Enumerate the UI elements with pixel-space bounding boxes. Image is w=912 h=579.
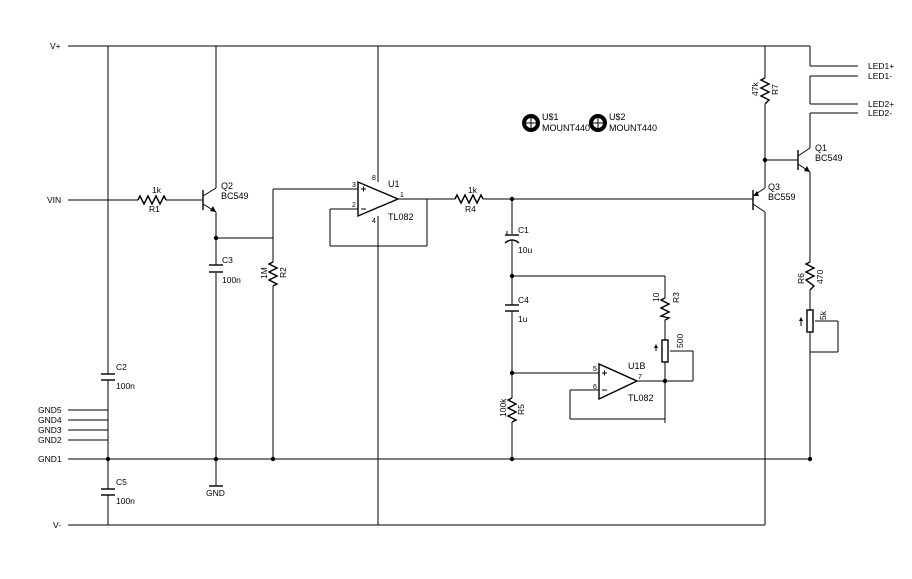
wires	[68, 45, 858, 526]
potentiometer-5k	[799, 309, 814, 333]
capacitor-c3	[209, 264, 223, 273]
q1-name: Q1	[815, 143, 827, 153]
opamp-u1	[357, 180, 400, 218]
net-label-gnd4: GND4	[38, 415, 62, 425]
c2-value: 100n	[116, 381, 135, 391]
junction	[509, 273, 515, 279]
q3-name: Q3	[768, 182, 780, 192]
net-label-vminus: V-	[53, 520, 61, 530]
net-label-vplus: V+	[50, 41, 61, 51]
junction	[509, 456, 515, 462]
net-label-gnd1: GND1	[38, 454, 62, 464]
r2-value: 1M	[259, 267, 269, 279]
resistor-r7	[759, 77, 771, 105]
pot-500-value: 500	[675, 334, 685, 348]
net-label-led2p: LED2+	[868, 99, 894, 109]
mount-hole-u1	[522, 114, 540, 132]
net-label-gnd3: GND3	[38, 425, 62, 435]
us2-value: MOUNT440	[609, 123, 657, 133]
mount-hole-u2	[589, 114, 607, 132]
trimmer-500	[654, 339, 669, 363]
r1-name: R1	[149, 204, 160, 214]
r1-value: 1k	[152, 185, 162, 195]
r7-name: R7	[770, 84, 780, 95]
u1b-pin-7: 7	[638, 374, 642, 381]
r5-name: R5	[516, 404, 526, 415]
junction	[270, 456, 276, 462]
q1-value: BC549	[815, 153, 843, 163]
u1-pin-1: 1	[400, 192, 404, 199]
transistor-q1	[797, 147, 811, 173]
u1-name: U1	[388, 179, 400, 189]
junctions	[105, 157, 813, 462]
u1b-name: U1B	[628, 361, 646, 371]
c5-name: C5	[116, 477, 127, 487]
c3-name: C3	[222, 255, 233, 265]
c4-value: 1u	[518, 314, 528, 324]
net-label-led1p: LED1+	[868, 61, 894, 71]
u1-pin-8: 8	[372, 175, 376, 182]
q2-name: Q2	[221, 181, 233, 191]
c1-value: 10u	[518, 245, 532, 255]
transistor-q2	[202, 187, 217, 213]
u1b-value: TL082	[628, 393, 654, 403]
resistor-r1	[137, 194, 167, 206]
opamp-u1b	[598, 362, 639, 401]
net-label-vin: VIN	[47, 195, 61, 205]
junction	[807, 456, 813, 462]
r5-value: 100k	[498, 398, 508, 417]
us1-name: U$1	[542, 112, 559, 122]
c5-value: 100n	[116, 496, 135, 506]
c2-name: C2	[116, 362, 127, 372]
capacitor-c4	[505, 304, 519, 312]
junction	[213, 235, 219, 241]
u1b-pin-6: 6	[593, 384, 597, 391]
capacitor-c5	[101, 488, 115, 496]
u1-pin-3: 3	[352, 182, 356, 189]
net-label-led2m: LED2-	[868, 108, 892, 118]
us1-value: MOUNT440	[542, 123, 590, 133]
transistor-q3	[752, 187, 766, 213]
r3-value: 10	[651, 292, 661, 302]
resistor-r3	[658, 297, 672, 321]
net-label-led1m: LED1-	[868, 71, 892, 81]
r4-name: R4	[465, 204, 476, 214]
capacitor-c2	[101, 373, 115, 381]
c4-name: C4	[518, 295, 529, 305]
r4-value: 1k	[468, 185, 478, 195]
u1-pin-2: 2	[352, 202, 356, 209]
r3-name: R3	[671, 292, 681, 303]
resistor-r2	[267, 261, 279, 287]
q3-value: BC559	[768, 192, 796, 202]
us2-name: U$2	[609, 112, 626, 122]
electrolytic-capacitor-c1	[504, 231, 520, 244]
r6-name: R6	[796, 273, 806, 284]
r2-name: R2	[278, 267, 288, 278]
resistor-r6	[804, 261, 816, 291]
q2-value: BC549	[221, 191, 249, 201]
resistor-r4	[454, 193, 484, 205]
r7-value: 47k	[750, 82, 760, 96]
c1-name: C1	[518, 225, 529, 235]
net-label-gnd5: GND5	[38, 405, 62, 415]
resistor-r5	[506, 397, 518, 423]
net-label-gnd2: GND2	[38, 435, 62, 445]
u1-pin-4: 4	[372, 218, 376, 225]
junction	[213, 456, 219, 462]
junction	[509, 196, 515, 202]
junction	[762, 157, 768, 163]
junction	[662, 378, 668, 384]
r6-value: 470	[815, 270, 825, 284]
pot-5k-value: 5k	[818, 310, 828, 320]
u1b-pin-5: 5	[593, 366, 597, 373]
junction	[509, 370, 515, 376]
junction	[105, 456, 111, 462]
u1-value: TL082	[388, 212, 414, 222]
c3-value: 100n	[222, 275, 241, 285]
net-label-gnd: GND	[206, 488, 225, 498]
